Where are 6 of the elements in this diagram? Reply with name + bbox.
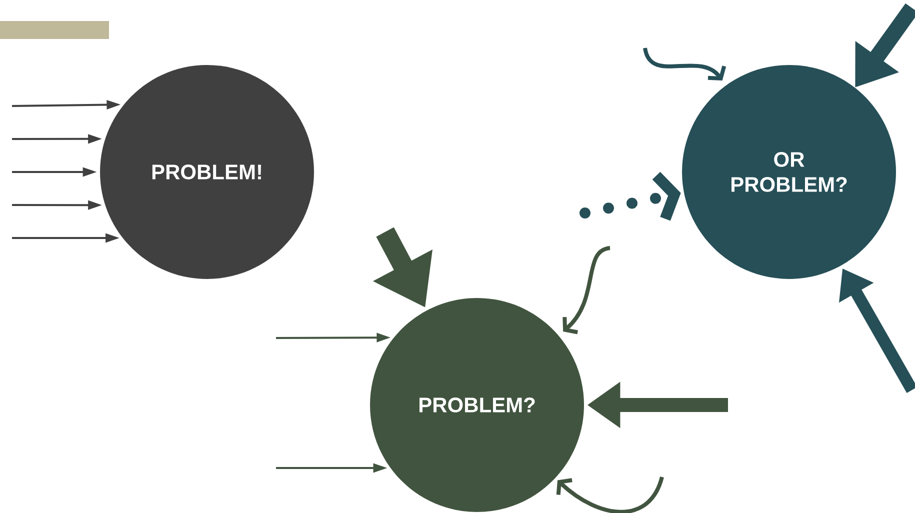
circle-node: OR PROBLEM? <box>682 65 896 279</box>
arrow <box>562 246 610 334</box>
arrow <box>643 47 726 81</box>
arrow <box>556 476 664 513</box>
circle-node: PROBLEM! <box>100 65 314 279</box>
circle-node: PROBLEM? <box>370 298 584 512</box>
